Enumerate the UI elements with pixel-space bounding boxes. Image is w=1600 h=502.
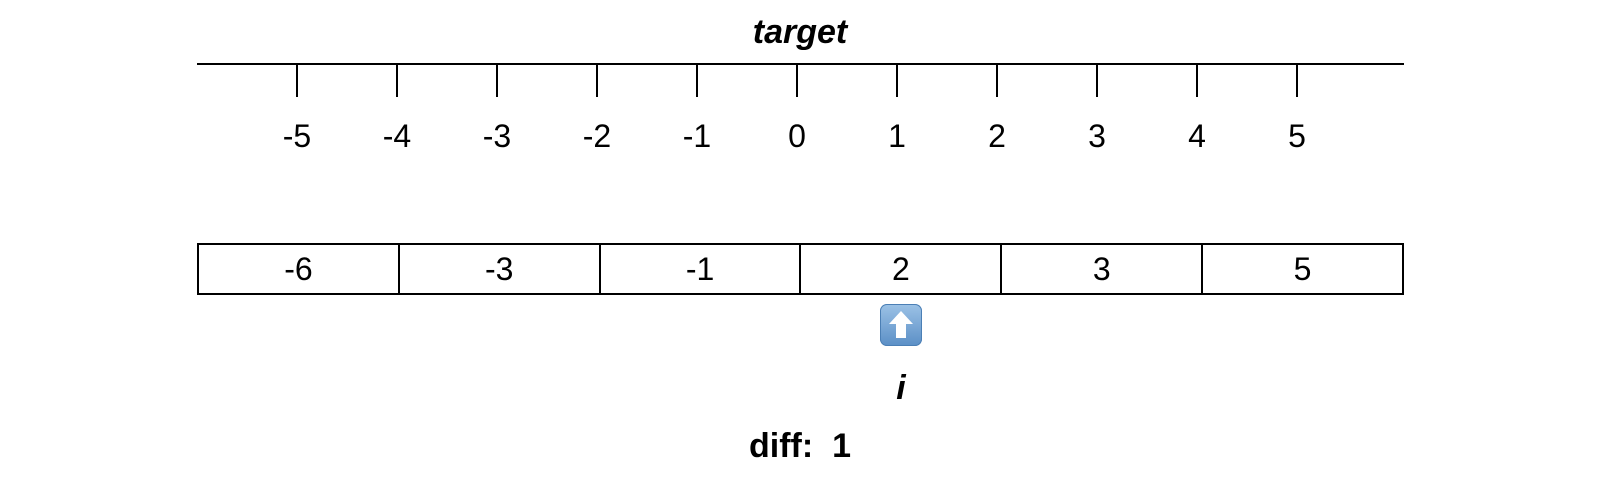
array-cell: -1 <box>601 245 802 293</box>
number-line-title: target <box>752 13 848 51</box>
axis-tick <box>496 64 498 97</box>
axis-tick <box>796 64 798 97</box>
up-arrow-icon <box>880 304 922 346</box>
axis-tick <box>696 64 698 97</box>
axis-tick-label: -1 <box>682 118 712 154</box>
axis-tick <box>1296 64 1298 97</box>
array-cell: 3 <box>1002 245 1204 293</box>
array-cell: 2 <box>801 245 1003 293</box>
axis-tick-label: 5 <box>1288 118 1306 154</box>
axis-tick <box>296 64 298 97</box>
axis-tick-label: -3 <box>482 118 512 154</box>
axis-tick <box>996 64 998 97</box>
array-cell: -3 <box>400 245 601 293</box>
axis-tick-label: -5 <box>282 118 312 154</box>
axis-tick <box>396 64 398 97</box>
axis-tick <box>596 64 598 97</box>
pointer-label: i <box>896 369 906 407</box>
axis-tick <box>1196 64 1198 97</box>
axis-tick-label: -2 <box>582 118 612 154</box>
diff-readout: diff: 1 <box>700 424 900 468</box>
axis-tick <box>896 64 898 97</box>
axis-tick <box>1096 64 1098 97</box>
axis-tick-label: 2 <box>988 118 1006 154</box>
array-cell: -6 <box>199 245 400 293</box>
axis-tick-label: -4 <box>382 118 412 154</box>
axis-tick-label: 1 <box>888 118 906 154</box>
number-line-axis <box>197 63 1404 65</box>
diff-value: 1 <box>832 427 851 465</box>
diff-label: diff: <box>748 427 814 465</box>
axis-tick-label: 3 <box>1088 118 1106 154</box>
axis-tick-label: 4 <box>1188 118 1206 154</box>
array-cell: 5 <box>1293 251 1312 287</box>
axis-tick-label: 0 <box>788 118 806 154</box>
